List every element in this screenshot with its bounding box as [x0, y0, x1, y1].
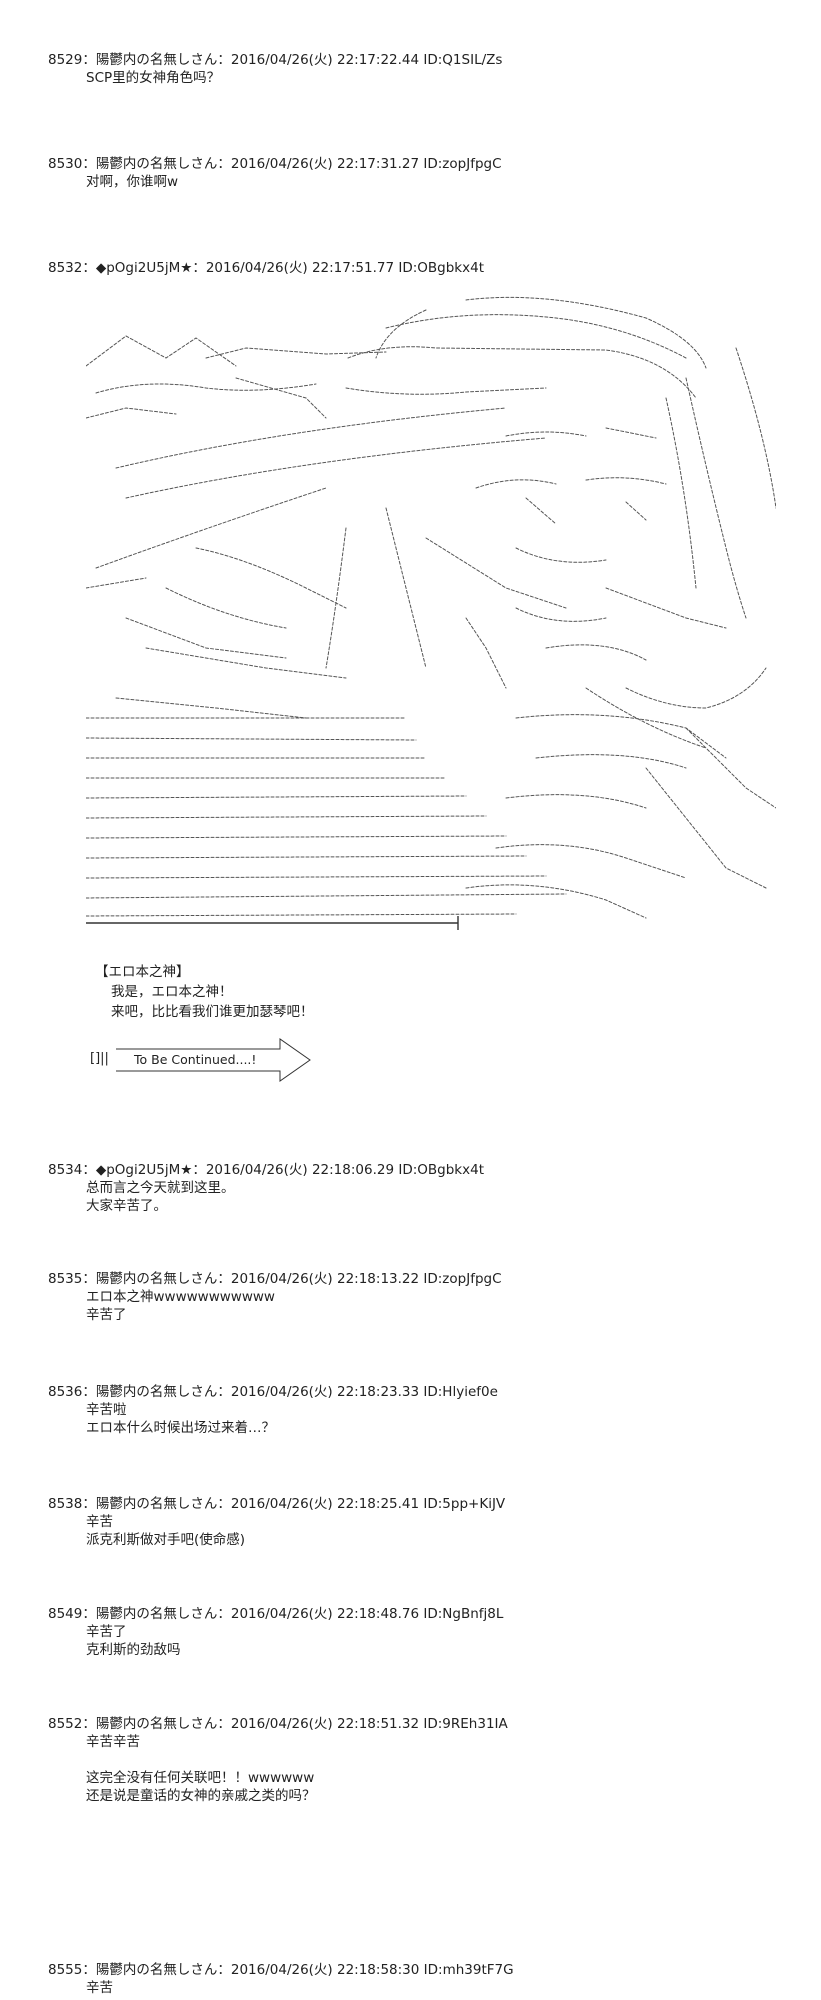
post-8534: 8534：◆pOgi2U5jM★：2016/04/26(火) 22:18:06.… — [48, 1162, 768, 1215]
tbc-marks: []|| — [90, 1051, 109, 1066]
ascii-art-illustration — [86, 288, 776, 933]
post-line: 总而言之今天就到这里。 — [86, 1180, 235, 1196]
post-8538: 8538：陽鬱内の名無しさん：2016/04/26(火) 22:18:25.41… — [48, 1496, 768, 1549]
post-header: 8538：陽鬱内の名無しさん：2016/04/26(火) 22:18:25.41… — [48, 1496, 506, 1512]
post-line: 辛苦了 — [86, 1624, 127, 1640]
post-line — [86, 1751, 768, 1769]
ascii-art-figure — [86, 296, 776, 930]
post-body: 辛苦了 克利斯的劲敌吗 — [48, 1623, 768, 1659]
post-line: 对啊，你谁啊w — [86, 174, 179, 190]
post-line: エロ本什么时候出场过来着…？ — [86, 1420, 275, 1436]
post-8535: 8535：陽鬱内の名無しさん：2016/04/26(火) 22:18:13.22… — [48, 1271, 768, 1324]
post-8555: 8555：陽鬱内の名無しさん：2016/04/26(火) 22:18:58:30… — [48, 1962, 768, 1997]
post-header: 8549：陽鬱内の名無しさん：2016/04/26(火) 22:18:48.76… — [48, 1606, 504, 1622]
post-header: 8535：陽鬱内の名無しさん：2016/04/26(火) 22:18:13.22… — [48, 1271, 502, 1287]
post-8549: 8549：陽鬱内の名無しさん：2016/04/26(火) 22:18:48.76… — [48, 1606, 768, 1659]
post-line: 派克利斯做对手吧(使命感) — [86, 1532, 246, 1548]
post-line: エロ本之神wwwwwwwwwww — [86, 1289, 275, 1305]
post-header: 8532：◆pOgi2U5jM★：2016/04/26(火) 22:17:51.… — [48, 260, 484, 276]
post-line: 辛苦辛苦 — [86, 1734, 140, 1750]
post-header: 8530：陽鬱内の名無しさん：2016/04/26(火) 22:17:31.27… — [48, 156, 502, 172]
post-body: 对啊，你谁啊w — [48, 173, 768, 191]
post-8532: 8532：◆pOgi2U5jM★：2016/04/26(火) 22:17:51.… — [48, 260, 768, 277]
post-body: SCP里的女神角色吗？ — [48, 69, 768, 87]
post-header: 8552：陽鬱内の名無しさん：2016/04/26(火) 22:18:51.32… — [48, 1716, 508, 1732]
post-body: 辛苦 派克利斯做对手吧(使命感) — [48, 1513, 768, 1549]
post-line: SCP里的女神角色吗？ — [86, 70, 221, 86]
post-body: エロ本之神wwwwwwwwwww 辛苦了 — [48, 1288, 768, 1324]
character-name: 【エロ本之神】 — [95, 964, 190, 980]
post-line: 辛苦 — [86, 1514, 113, 1530]
post-line: 辛苦啦 — [86, 1402, 127, 1418]
tbc-label: To Be Continued....! — [134, 1052, 257, 1067]
caption-line: 我是，エロ本之神！ — [111, 984, 233, 1000]
post-header: 8536：陽鬱内の名無しさん：2016/04/26(火) 22:18:23.33… — [48, 1384, 498, 1400]
post-line: 大家辛苦了。 — [86, 1198, 167, 1214]
post-header: 8529：陽鬱内の名無しさん：2016/04/26(火) 22:17:22.44… — [48, 52, 503, 68]
post-8552: 8552：陽鬱内の名無しさん：2016/04/26(火) 22:18:51.32… — [48, 1716, 768, 1805]
ascii-art-caption: 【エロ本之神】 我是，エロ本之神！ 来吧，比比看我们谁更加瑟琴吧！ — [95, 962, 314, 1022]
post-line: 这完全没有任何关联吧！！wwwwww — [86, 1770, 315, 1786]
post-8536: 8536：陽鬱内の名無しさん：2016/04/26(火) 22:18:23.33… — [48, 1384, 768, 1437]
post-line: 克利斯的劲敌吗 — [86, 1642, 181, 1658]
post-body: 辛苦 — [48, 1979, 768, 1997]
post-line: 辛苦了 — [86, 1307, 127, 1323]
post-body: 辛苦辛苦 这完全没有任何关联吧！！wwwwww 还是说是童话的女神的亲戚之类的吗… — [48, 1733, 768, 1805]
post-line: 辛苦 — [86, 1980, 113, 1996]
post-8529: 8529：陽鬱内の名無しさん：2016/04/26(火) 22:17:22.44… — [48, 52, 768, 87]
caption-line: 来吧，比比看我们谁更加瑟琴吧！ — [111, 1004, 314, 1020]
arrow-icon — [116, 1038, 311, 1082]
post-line: 还是说是童话的女神的亲戚之类的吗？ — [86, 1788, 316, 1804]
post-header: 8534：◆pOgi2U5jM★：2016/04/26(火) 22:18:06.… — [48, 1162, 484, 1178]
post-header: 8555：陽鬱内の名無しさん：2016/04/26(火) 22:18:58:30… — [48, 1962, 514, 1978]
to-be-continued-arrow: []|| To Be Continued....! — [88, 1037, 318, 1083]
post-body: 辛苦啦 エロ本什么时候出场过来着…？ — [48, 1401, 768, 1437]
post-8530: 8530：陽鬱内の名無しさん：2016/04/26(火) 22:17:31.27… — [48, 156, 768, 191]
post-body: 总而言之今天就到这里。 大家辛苦了。 — [48, 1179, 768, 1215]
